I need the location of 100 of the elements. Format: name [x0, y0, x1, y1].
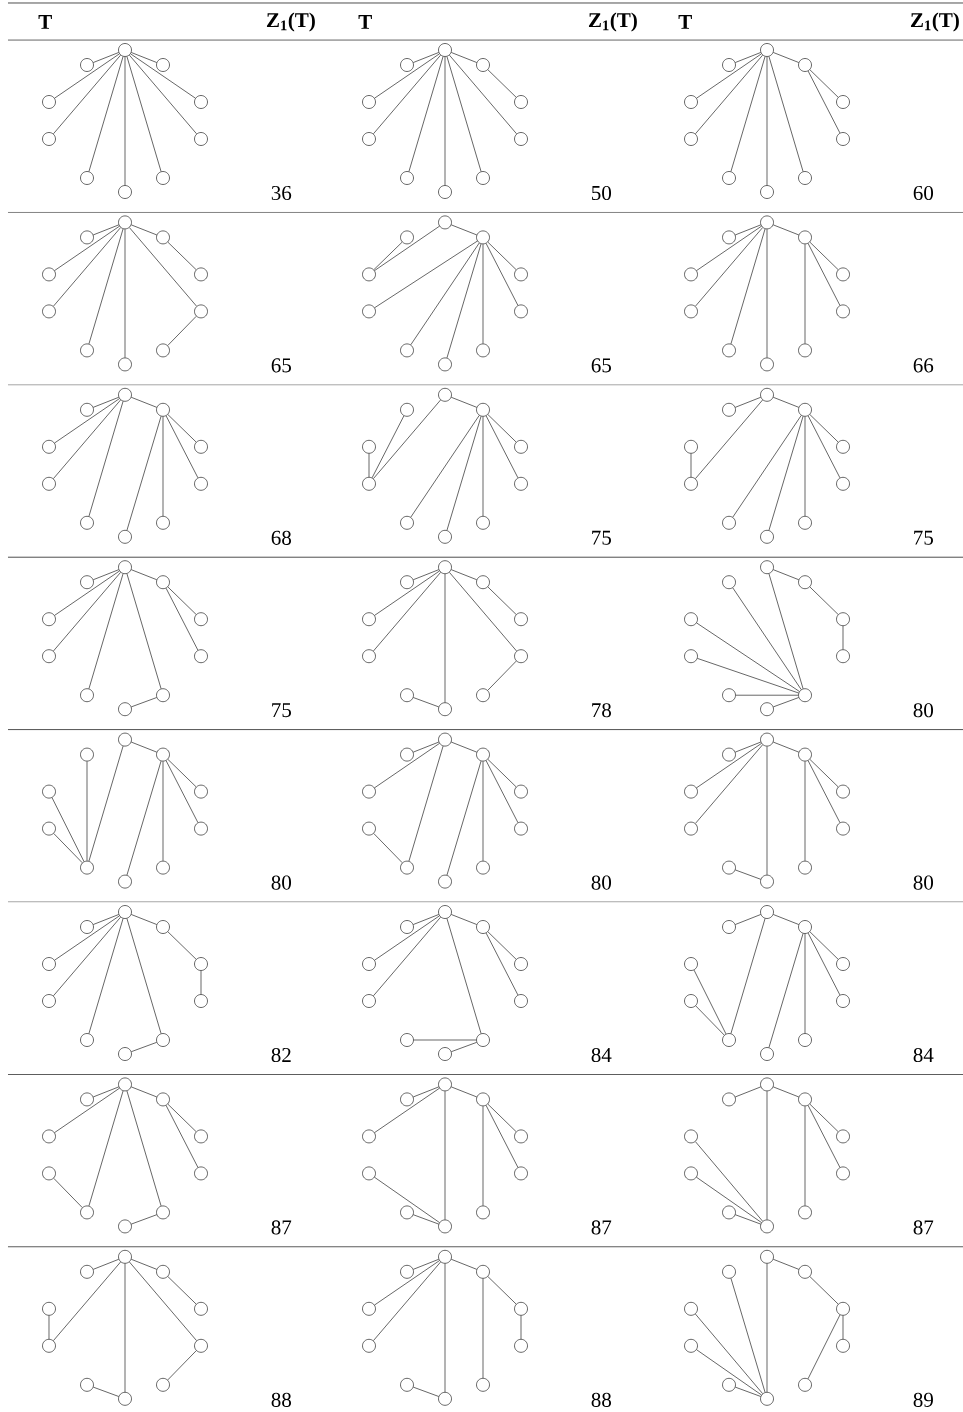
- edge-line: [131, 1214, 157, 1225]
- edge-line: [374, 240, 478, 308]
- edge-line: [451, 569, 477, 580]
- edge-line: [690, 453, 692, 478]
- edge-line: [773, 697, 799, 708]
- edge-line: [766, 1090, 768, 1220]
- edge-line: [804, 416, 806, 517]
- edge-line: [88, 401, 124, 517]
- value-label: 80: [271, 875, 291, 890]
- edge-line: [413, 569, 439, 580]
- edge-line: [735, 52, 761, 63]
- edge-line: [167, 1276, 197, 1305]
- edge-line: [485, 415, 519, 479]
- edge-line: [53, 399, 121, 479]
- edge-line: [804, 243, 806, 344]
- edge-line: [167, 414, 197, 443]
- edge-line: [766, 746, 768, 876]
- edge-line: [413, 741, 439, 753]
- edge-line: [167, 315, 197, 346]
- edge-line: [165, 760, 199, 823]
- edge-line: [131, 569, 157, 580]
- edge-line: [768, 56, 804, 172]
- edge-line: [730, 1278, 766, 1393]
- edge-line: [695, 1141, 763, 1222]
- edge-line: [93, 1386, 119, 1397]
- edge-line: [809, 1103, 839, 1132]
- edge-line: [200, 970, 202, 995]
- value-label: 80: [913, 875, 933, 890]
- edge-line: [373, 916, 441, 997]
- edge-line: [53, 916, 121, 997]
- column-header: T: [678, 15, 692, 29]
- edge-line: [487, 1103, 517, 1132]
- value-label: 88: [591, 1392, 611, 1407]
- value-label: 50: [592, 185, 611, 201]
- edge-line: [773, 741, 799, 753]
- value-label: 80: [591, 875, 611, 890]
- edge-line: [487, 1276, 517, 1305]
- edge-line: [373, 572, 441, 652]
- edge-line: [53, 572, 121, 652]
- edge-line: [696, 1177, 762, 1223]
- edge-line: [93, 914, 119, 925]
- value-label: 75: [272, 703, 291, 718]
- edge-line: [88, 918, 124, 1034]
- edge-line: [444, 573, 446, 703]
- edge-line: [809, 69, 839, 98]
- edge-line: [735, 914, 761, 925]
- edge-line: [126, 918, 162, 1034]
- edge-line: [54, 225, 120, 271]
- edge-line: [444, 1263, 446, 1393]
- edge-line: [162, 761, 164, 862]
- edge-line: [804, 761, 806, 862]
- edge-line: [451, 1086, 477, 1098]
- column-header: Z$_{1}$(T): [588, 12, 637, 32]
- value-label: 68: [271, 530, 291, 545]
- edge-line: [451, 397, 477, 408]
- edge-line: [167, 241, 197, 270]
- edge-line: [487, 759, 517, 788]
- value-label: 36: [271, 185, 292, 201]
- edge-line: [408, 56, 444, 172]
- edge-line: [768, 933, 804, 1048]
- edge-line: [413, 1214, 439, 1225]
- edge-line: [696, 743, 762, 789]
- edge-line: [487, 414, 517, 443]
- edge-line: [167, 586, 197, 615]
- edge-line: [449, 572, 517, 652]
- edge-line: [54, 915, 120, 961]
- edge-line: [446, 760, 482, 876]
- edge-line: [162, 416, 164, 517]
- value-label: 84: [591, 1047, 612, 1063]
- edge-line: [413, 1086, 439, 1098]
- value-label: 75: [592, 530, 611, 545]
- edge-line: [766, 1263, 768, 1393]
- edge-line: [371, 415, 405, 479]
- edge-line: [487, 241, 517, 270]
- edge-line: [695, 399, 763, 479]
- edge-line: [53, 54, 121, 135]
- edge-line: [374, 915, 440, 961]
- edge-line: [773, 569, 799, 580]
- edge-line: [54, 570, 120, 616]
- edge-line: [374, 570, 440, 616]
- edge-line: [451, 914, 477, 925]
- edge-line: [482, 761, 484, 862]
- edge-line: [487, 660, 517, 691]
- value-label: 80: [913, 703, 933, 718]
- edge-line: [88, 745, 124, 862]
- column-header: T: [38, 15, 52, 29]
- edge-line: [807, 243, 841, 306]
- edge-line: [130, 53, 196, 99]
- edge-line: [696, 225, 762, 271]
- edge-line: [487, 931, 517, 960]
- edge-line: [451, 52, 477, 63]
- edge-line: [730, 918, 766, 1034]
- edge-line: [773, 1086, 799, 1098]
- edge-line: [131, 1086, 157, 1098]
- edge-line: [451, 224, 477, 236]
- edge-line: [446, 918, 482, 1034]
- edge-line: [131, 914, 157, 925]
- edge-line: [735, 1086, 761, 1098]
- column-header: Z$_{1}$(T): [266, 12, 315, 32]
- edge-line: [408, 745, 444, 862]
